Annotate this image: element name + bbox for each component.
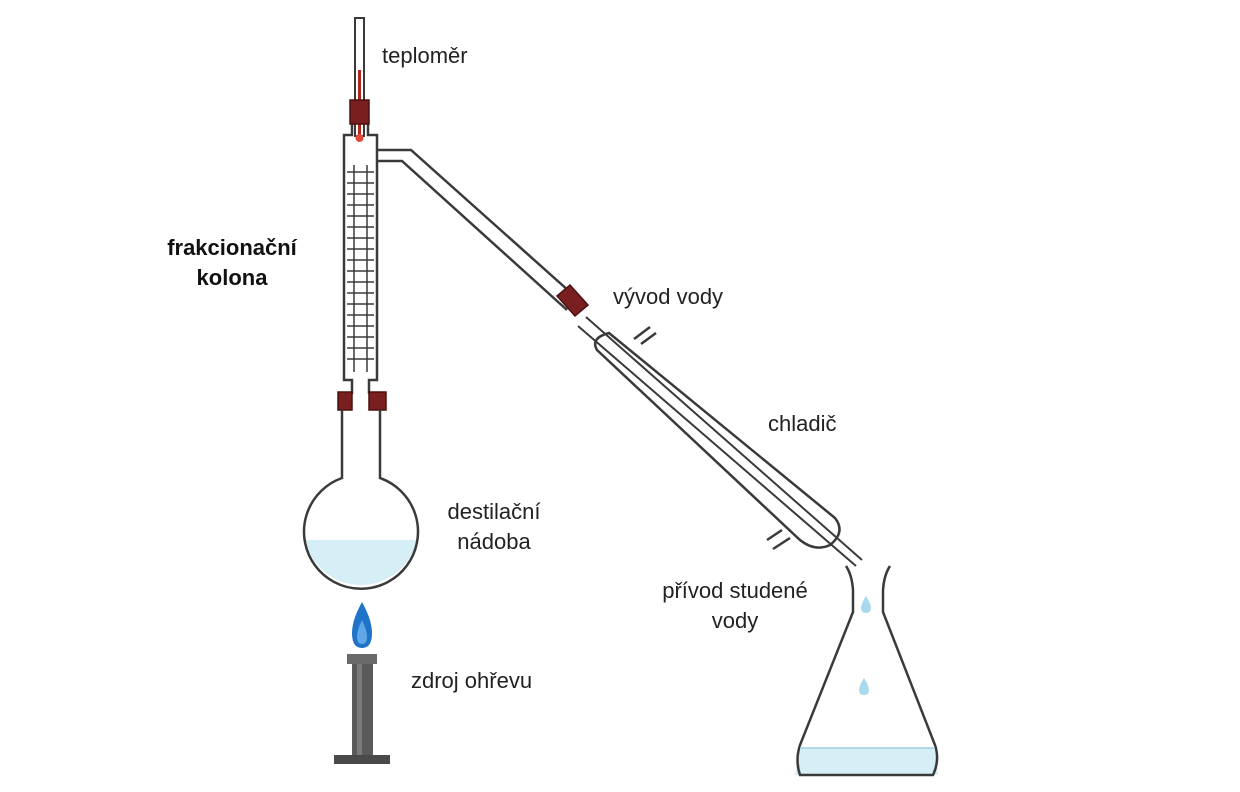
thermometer-stopper [349,99,370,125]
label-line: frakcionační [167,235,297,260]
label-thermometer: teploměr [382,43,468,68]
tube-connector [555,283,590,318]
flask-stopper [337,391,387,411]
label-line: nádoba [457,529,531,554]
fractionating-column [342,124,379,394]
label-line: kolona [196,265,268,290]
water-outlet-nozzle [633,326,657,346]
thermometer [349,17,370,142]
condenser [577,316,863,567]
label-fractionating-column: frakcionační kolona [150,233,314,293]
receiving-flask [795,565,939,777]
label-condenser: chladič [768,411,837,436]
distillation-flask [302,410,420,590]
column-packing [347,171,374,360]
burner [334,654,390,764]
label-line: přívod studené [662,578,808,603]
label-line: destilační [447,499,541,524]
label-water-outlet: vývod vody [613,284,724,309]
droplet-icon [859,678,869,695]
side-arm-tube [376,148,590,318]
label-cold-water-inlet: přívod studené vody [640,576,830,636]
label-line: vody [711,608,759,633]
label-heat-source: zdroj ohřevu [411,668,533,693]
water-inlet-nozzle [766,528,791,551]
flame-icon [352,602,372,648]
droplet-icon [861,596,871,613]
label-distillation-flask: destilační nádoba [424,497,564,557]
